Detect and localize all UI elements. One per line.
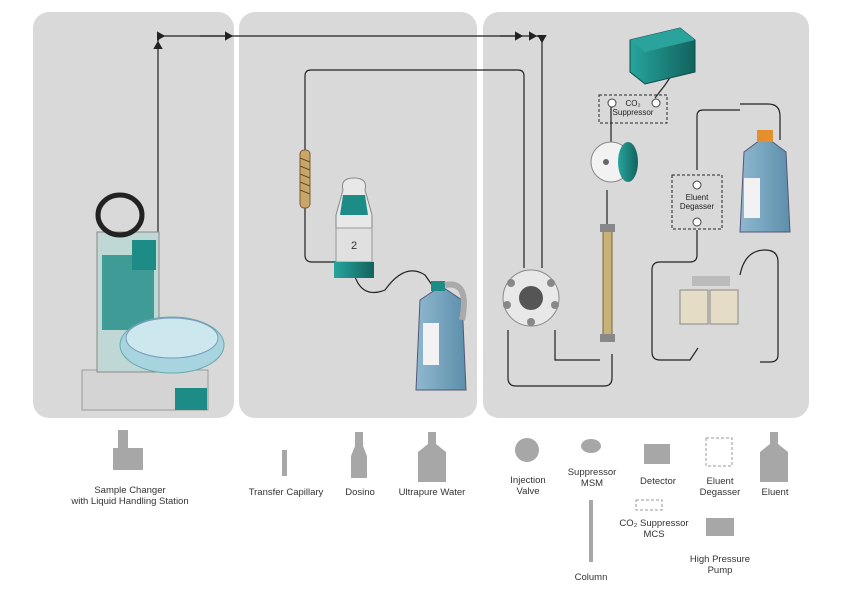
column — [600, 224, 615, 342]
suppressor-msm — [590, 141, 638, 183]
eluent-bottle — [739, 130, 791, 233]
legend-co2-suppressor-icon — [635, 499, 663, 511]
legend-high-pressure-pump-icon — [706, 518, 734, 536]
legend-ultrapure-water-label: Ultrapure Water — [398, 487, 466, 498]
legend-sample-changer-label: Sample Changer with Liquid Handling Stat… — [71, 485, 189, 507]
legend-detector-icon — [644, 444, 670, 464]
legend-transfer-capillary-label: Transfer Capillary — [248, 487, 324, 498]
eluent-degasser — [671, 174, 723, 230]
legend-column-icon — [589, 500, 593, 562]
dosino: 2 — [334, 177, 374, 278]
tube-pump-to-valve — [554, 330, 600, 361]
legend-high-pressure-pump-label: High Pressure Pump — [689, 554, 751, 576]
legend-detector-label: Detector — [640, 476, 676, 487]
legend-column-label: Column — [574, 572, 608, 583]
legend-suppressor-msm-label: Suppressor MSM — [567, 467, 617, 489]
tube-eluent-top — [740, 103, 781, 140]
dosino-number: 2 — [351, 240, 357, 252]
legend-sample-changer-icon — [113, 430, 143, 470]
tube-degasser-to-eluent — [696, 109, 740, 170]
tube-dosino-to-valve — [304, 69, 525, 268]
tube-degasser-to-pump — [651, 230, 699, 361]
legend-eluent-icon — [760, 432, 788, 482]
detector — [629, 27, 696, 85]
legend-injection-valve-icon — [515, 438, 539, 462]
tube-pump-right — [739, 249, 779, 363]
legend-transfer-capillary-icon — [282, 450, 287, 476]
tube-valve-to-column — [507, 330, 613, 387]
legend-eluent-degasser-icon — [705, 437, 733, 467]
high-pressure-pump — [679, 276, 739, 325]
legend-ultrapure-water-icon — [418, 432, 446, 482]
tube-sample-to-valve — [153, 31, 547, 268]
legend-co2-suppressor-mcs-label: CO₂ Suppressor MCS — [619, 518, 689, 540]
co2-suppressor — [598, 94, 668, 124]
legend-eluent-degasser-label: Eluent Degasser — [699, 476, 741, 498]
panel-sample-changer — [33, 12, 234, 418]
legend-icons — [113, 430, 788, 562]
sample-changer — [81, 192, 225, 411]
legend-suppressor-msm-icon — [581, 439, 601, 453]
legend-dosino-label: Dosino — [345, 487, 375, 498]
ultrapure-water-bottle — [415, 281, 467, 391]
tube-dosino-to-water — [352, 269, 433, 294]
tube-capillary-to-dosino — [304, 205, 350, 263]
legend-eluent-label: Eluent — [761, 487, 789, 498]
legend-injection-valve-label: Injection Valve — [510, 475, 546, 497]
legend-dosino-icon — [351, 432, 367, 478]
transfer-capillary — [299, 149, 311, 209]
injection-valve — [502, 269, 560, 327]
